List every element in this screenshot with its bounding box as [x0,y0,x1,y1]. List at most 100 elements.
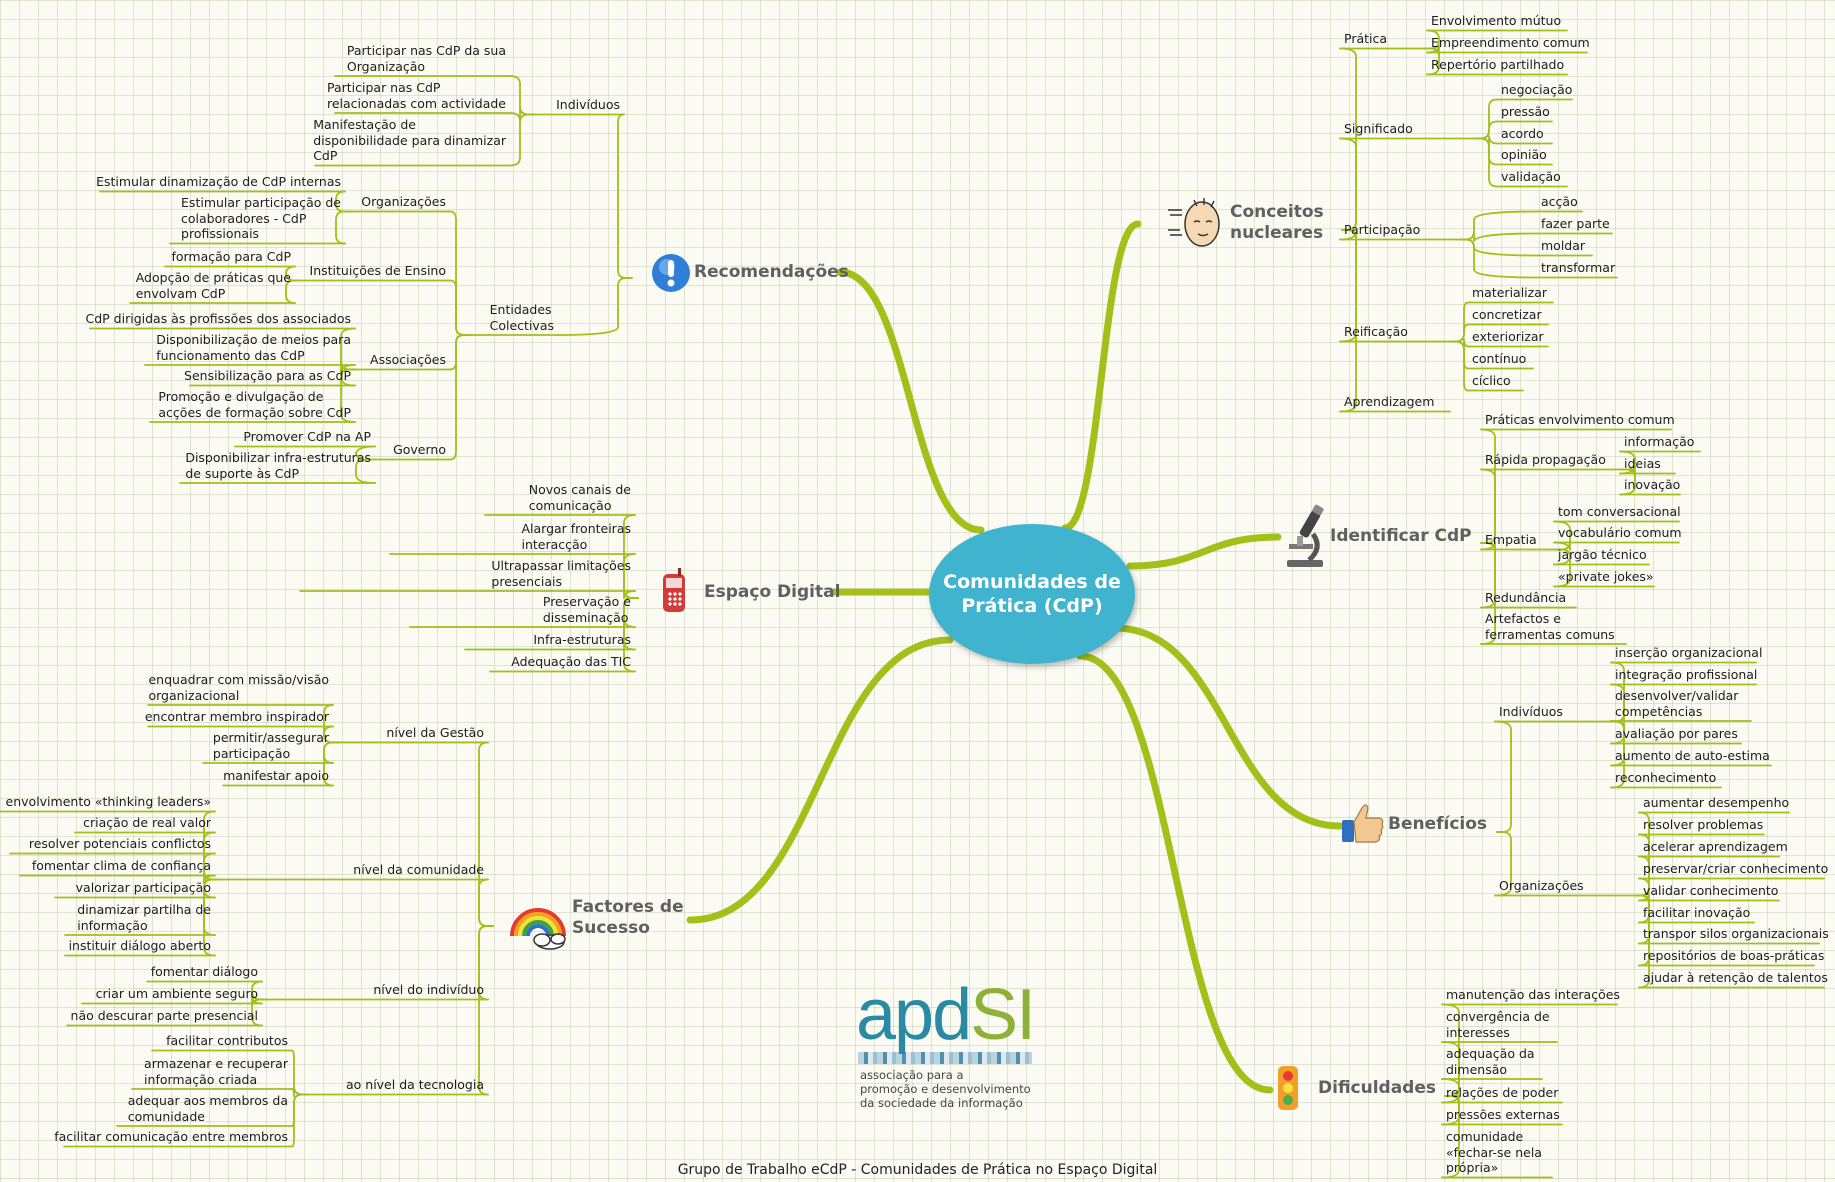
node-label[interactable]: validar conhecimento [1643,883,1779,898]
node-label[interactable]: manifestar apoio [223,768,329,783]
node-label[interactable]: Organizações [361,194,446,209]
node-label[interactable]: encontrar membro inspirador [144,709,329,724]
node-label[interactable]: Participar nas CdP relacionadas com acti… [326,80,506,111]
node-label[interactable]: validação [1501,169,1561,184]
node-label[interactable]: valorizar participação [75,880,211,895]
node-label[interactable]: pressões externas [1446,1107,1560,1122]
node-label[interactable]: ao nível da tecnologia [345,1077,484,1092]
node-label[interactable]: contínuo [1472,351,1527,366]
node-label[interactable]: Organizações [1499,878,1584,893]
node-label[interactable]: Entidades Colectivas [489,302,554,333]
node-label[interactable]: Aprendizagem [1344,394,1435,409]
node-label[interactable]: envolvimento «thinking leaders» [5,794,211,809]
node-label[interactable]: fomentar diálogo [150,964,258,979]
node-label[interactable]: exteriorizar [1472,329,1544,344]
node-label[interactable]: CdP dirigidas às profissões dos associad… [85,311,352,326]
node-label[interactable]: fomentar clima de confiança [31,858,211,873]
node-label[interactable]: Indivíduos [1499,704,1563,719]
node-label[interactable]: Disponibilizar infra-estruturas de supor… [185,450,371,481]
node-label[interactable]: adequação da dimensão [1446,1046,1535,1077]
node-label[interactable]: Práticas envolvimento comum [1485,412,1675,427]
node-label[interactable]: Envolvimento mútuo [1431,13,1562,28]
node-label[interactable]: opinião [1501,147,1547,162]
node-label[interactable]: criar um ambiente seguro [95,986,258,1001]
branch-topic-recomendações[interactable]: Recomendações [694,262,849,282]
node-label[interactable]: comunidade «fechar-se nela própria» [1446,1129,1542,1175]
node-label[interactable]: preservar/criar conhecimento [1643,861,1829,876]
node-label[interactable]: Manifestação de disponibilidade para din… [313,117,506,163]
node-label[interactable]: Prática [1344,31,1388,46]
node-label[interactable]: aumentar desempenho [1643,795,1790,810]
node-label[interactable]: acelerar aprendizagem [1643,839,1788,854]
node-label[interactable]: nível do indivíduo [373,982,484,997]
node-label[interactable]: Associações [370,352,446,367]
node-label[interactable]: Participação [1344,222,1421,237]
node-label[interactable]: criação de real valor [83,815,211,830]
node-label[interactable]: resolver potenciais conflictos [28,836,211,851]
node-label[interactable]: Adopção de práticas que envolvam CdP [135,270,291,301]
node-label[interactable]: Reificação [1344,324,1408,339]
node-label[interactable]: Redundância [1485,590,1567,605]
node-label[interactable]: integração profissional [1615,667,1758,682]
node-label[interactable]: jargão técnico [1558,547,1647,562]
node-label[interactable]: Novos canais de comunicação [528,482,631,513]
node-label[interactable]: inserção organizacional [1615,645,1763,660]
node-label[interactable]: transformar [1541,260,1616,275]
node-label[interactable]: Preservação e disseminação [542,594,631,625]
branch-topic-factores-de[interactable]: Factores de Sucesso [572,897,684,938]
node-label[interactable]: moldar [1541,238,1586,253]
node-label[interactable]: Artefactos e ferramentas comuns [1485,611,1615,642]
node-label[interactable]: Disponibilização de meios para funcionam… [156,332,351,363]
node-label[interactable]: facilitar comunicação entre membros [54,1129,288,1144]
node-label[interactable]: Rápida propagação [1485,452,1606,467]
node-label[interactable]: vocabulário comum [1558,525,1682,540]
node-label[interactable]: convergência de interesses [1446,1009,1550,1040]
node-label[interactable]: pressão [1501,104,1550,119]
node-label[interactable]: permitir/assegurar participação [212,730,329,761]
node-label[interactable]: desenvolver/validar competências [1615,688,1739,719]
node-label[interactable]: Promover CdP na AP [243,429,371,444]
node-label[interactable]: Repertório partilhado [1431,57,1565,72]
node-label[interactable]: Estimular participação de colaboradores … [181,195,341,241]
node-label[interactable]: Estimular dinamização de CdP internas [96,174,341,189]
node-label[interactable]: facilitar inovação [1643,905,1751,920]
node-label[interactable]: dinamizar partilha de informação [77,902,211,933]
node-label[interactable]: Instituições de Ensino [309,263,446,278]
node-label[interactable]: fazer parte [1541,216,1610,231]
node-label[interactable]: reconhecimento [1615,770,1717,785]
node-label[interactable]: cíclico [1472,373,1511,388]
node-label[interactable]: enquadrar com missão/visão organizaciona… [148,672,329,703]
node-label[interactable]: resolver problemas [1643,817,1764,832]
node-label[interactable]: não descurar parte presencial [70,1008,258,1023]
node-label[interactable]: Alargar fronteiras interacção [521,521,631,552]
node-label[interactable]: Adequação das TIC [511,654,631,669]
node-label[interactable]: adequar aos membros da comunidade [127,1093,288,1124]
node-label[interactable]: ajudar à retenção de talentos [1643,970,1828,985]
node-label[interactable]: ideias [1624,456,1661,471]
node-label[interactable]: relações de poder [1446,1085,1559,1100]
node-label[interactable]: Ultrapassar limitações presenciais [491,558,631,589]
node-label[interactable]: transpor silos organizacionais [1643,926,1829,941]
node-label[interactable]: aumento de auto-estima [1615,748,1770,763]
branch-topic-dificuldades[interactable]: Dificuldades [1318,1078,1437,1098]
node-label[interactable]: inovação [1624,477,1681,492]
node-label[interactable]: informação [1624,434,1695,449]
node-label[interactable]: negociação [1501,82,1573,97]
node-label[interactable]: nível da Gestão [386,725,484,740]
node-label[interactable]: Empreendimento comum [1431,35,1590,50]
node-label[interactable]: Governo [393,442,446,457]
node-label[interactable]: manutenção das interações [1446,987,1620,1002]
node-label[interactable]: Infra-estruturas [533,632,631,647]
node-label[interactable]: Promoção e divulgação de acções de forma… [158,389,351,420]
node-label[interactable]: instituir diálogo aberto [68,938,211,953]
node-label[interactable]: Sensibilização para as CdP [184,368,351,383]
node-label[interactable]: Significado [1344,121,1413,136]
node-label[interactable]: acordo [1501,126,1544,141]
node-label[interactable]: avaliação por pares [1615,726,1738,741]
node-label[interactable]: Indivíduos [556,97,620,112]
branch-topic-espaço-digital[interactable]: Espaço Digital [704,582,841,602]
node-label[interactable]: concretizar [1472,307,1542,322]
node-label[interactable]: «private jokes» [1558,569,1654,584]
node-label[interactable]: acção [1541,194,1578,209]
node-label[interactable]: Participar nas CdP da sua Organização [346,43,506,74]
